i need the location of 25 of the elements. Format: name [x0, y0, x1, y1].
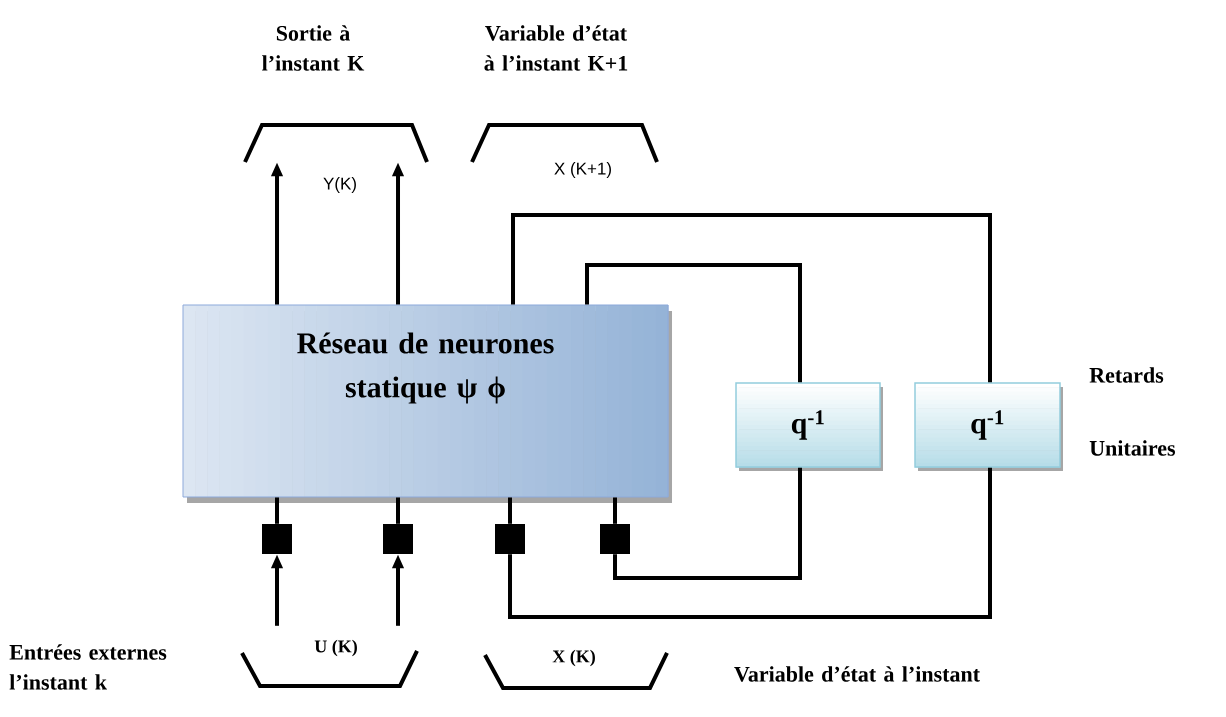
label-text: Entrées externes l’instant k — [9, 644, 167, 690]
delay-box: q$^{-1}$ — [914, 382, 1063, 471]
label-text: Variable d’état à l’instant — [734, 666, 980, 682]
connector-line — [585, 263, 802, 383]
connector-line — [508, 467, 992, 619]
bracket: X (K+1) — [470, 123, 659, 178]
connector-square — [495, 524, 525, 554]
network-box: Réseau de neurones statique ψ ϕ — [182, 304, 672, 503]
connector-square — [600, 524, 630, 554]
connector-line — [613, 497, 617, 524]
connector-line — [613, 467, 802, 580]
connector-square — [262, 524, 292, 554]
connector-line — [275, 497, 279, 524]
connector-line — [508, 497, 512, 524]
bracket: U (K) — [240, 639, 419, 688]
label-text: Unitaires — [1089, 440, 1176, 456]
label-text: Sortie à l’instant K — [262, 25, 365, 71]
connector-square — [383, 524, 413, 554]
bracket: X (K) — [483, 649, 669, 690]
connector-line — [511, 213, 992, 383]
label-text: Variable d’état à l’instant K+1 — [484, 25, 628, 71]
label-text: Retards — [1089, 367, 1164, 383]
bracket: Y(K) — [243, 123, 429, 193]
connector-line — [396, 497, 400, 524]
delay-box: q$^{-1}$ — [735, 382, 883, 471]
